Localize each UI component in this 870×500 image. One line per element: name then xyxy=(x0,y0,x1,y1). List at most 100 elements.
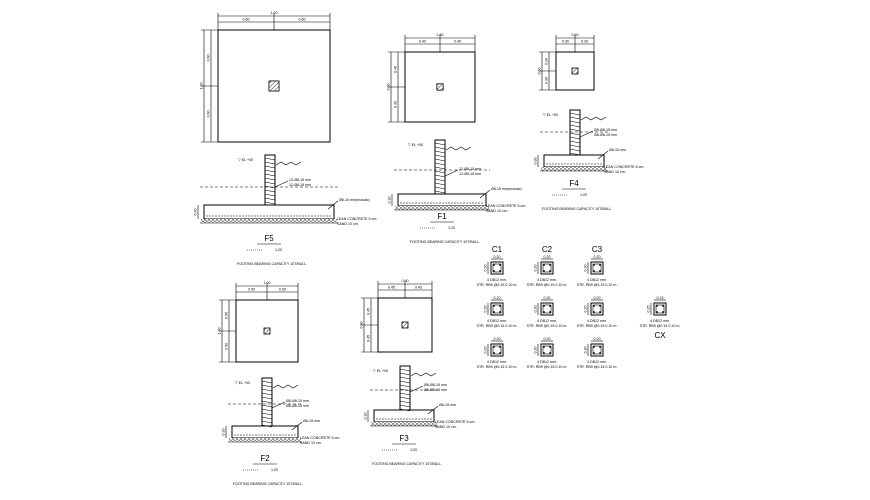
column-ties: STR. RB9 @0.15 0.10 m. xyxy=(577,324,618,328)
footing-label: F4 xyxy=(569,179,579,188)
column-ties: STR. RB9 @0.15 0.10 m. xyxy=(577,365,618,369)
column-section-hatch xyxy=(268,80,280,92)
rebar-dot xyxy=(593,352,595,354)
column-tie xyxy=(569,116,581,120)
column-dim-top: 0.20 xyxy=(494,255,501,259)
column-dim-side: 0.20 xyxy=(584,306,588,313)
plan-half-left: 0.40 xyxy=(419,40,426,44)
column-tie xyxy=(434,158,446,162)
column-dim-top: 0.20 xyxy=(594,255,601,259)
rebar-callout-1: Ø8-Ø8-15 mm xyxy=(594,128,617,132)
column-dim-top: 0.20 xyxy=(544,337,551,341)
rebar-dot xyxy=(543,264,545,266)
column-ties: STR. RB9 @0.15 0.10 m. xyxy=(527,283,568,287)
column-tie xyxy=(434,186,446,190)
rebar-callout-3: Ø8-15 mm xyxy=(303,419,320,423)
column-section-hatch xyxy=(401,321,409,329)
rebar-dot xyxy=(593,270,595,272)
leader-line xyxy=(597,150,609,160)
plan-total-width: 0.80 xyxy=(437,33,444,37)
footing-title: FOOTING BEARING CAPACITY 10T/BULL xyxy=(410,240,479,244)
footing-scale: 1:20 xyxy=(580,193,587,197)
footing-depth: 0.30 xyxy=(388,197,392,204)
plan-total-width: 0.60 xyxy=(572,33,579,37)
column-tie xyxy=(434,150,446,154)
column-ties: STR. RB9 @0.15 0.10 m. xyxy=(477,365,518,369)
column-tie xyxy=(542,304,552,314)
plan-side-total: 1.20 xyxy=(200,83,204,90)
plan-side-total: 0.90 xyxy=(360,322,364,329)
column-type-c2: C2 xyxy=(542,245,553,254)
column-tie xyxy=(261,388,273,392)
footing-label: F3 xyxy=(399,434,409,443)
column-dim-side: 0.20 xyxy=(534,265,538,272)
column-cell-c3-r2: 0.200.204 DB12 mm.STR. RB9 @0.15 0.10 m. xyxy=(577,296,618,328)
plan-side-total: 0.80 xyxy=(387,84,391,91)
column-dim-side: 0.20 xyxy=(484,265,488,272)
plan-half-right: 0.60 xyxy=(299,18,306,22)
elevation-mark: ▽ EL +00 xyxy=(373,369,388,373)
plan-side-b: 0.45 xyxy=(367,335,371,342)
column-cell-c1-r1: 0.200.204 DB12 mm.STR. RB9 @0.15 0.10 m. xyxy=(477,255,518,287)
column-tie xyxy=(492,304,502,314)
column-tie xyxy=(261,392,273,396)
footing-pad xyxy=(203,204,335,220)
plan-side-b: 0.40 xyxy=(394,101,398,108)
footing-scale: 1:20 xyxy=(448,226,455,230)
note-sand: SAND 10 cm. xyxy=(300,441,322,445)
column-tie xyxy=(592,345,602,355)
footing-scale: 1:20 xyxy=(271,468,278,472)
rebar-dot xyxy=(493,346,495,348)
column-tie xyxy=(434,174,446,178)
elevation-mark: ▽ EL +00 xyxy=(543,113,558,117)
plan-side-b: 0.30 xyxy=(545,77,549,84)
column-dim-top: 0.15 xyxy=(657,296,664,300)
rebar-dot xyxy=(593,305,595,307)
rebar-dot xyxy=(499,346,501,348)
column-dim-side: 0.15 xyxy=(647,306,651,313)
plan-side-total: 1.00 xyxy=(218,328,222,335)
rebar-dot xyxy=(499,352,501,354)
plan-total-width: 0.90 xyxy=(402,279,409,283)
column-tie xyxy=(264,177,276,181)
column-tie xyxy=(569,132,581,136)
column-tie xyxy=(434,178,446,182)
rebar-dot xyxy=(599,305,601,307)
rebar-dot xyxy=(493,270,495,272)
plan-side-a: 0.45 xyxy=(367,308,371,315)
column-main-bars: 4 DB12 mm. xyxy=(487,360,507,364)
column-main-bars: 4 DB12 mm. xyxy=(537,319,557,323)
plan-half-left: 0.60 xyxy=(243,18,250,22)
column-tie xyxy=(434,142,446,146)
column-tie xyxy=(434,154,446,158)
plan-side-b: 0.50 xyxy=(225,343,229,350)
plan-side-a: 0.50 xyxy=(225,312,229,319)
column-outline xyxy=(540,302,554,316)
column-dim-side: 0.20 xyxy=(584,265,588,272)
rebar-dot xyxy=(493,352,495,354)
rebar-dot xyxy=(593,346,595,348)
column-tie xyxy=(569,128,581,132)
note-sand: SAND 10 cm. xyxy=(435,425,457,429)
footing-depth: 0.30 xyxy=(534,158,538,165)
footing-depth: 0.30 xyxy=(364,413,368,420)
footing-label: F1 xyxy=(437,212,447,221)
column-main-bars: 4 DB12 mm. xyxy=(650,319,670,323)
leader-line xyxy=(291,421,303,431)
column-tie xyxy=(592,263,602,273)
column-tie xyxy=(261,380,273,384)
column-tie xyxy=(261,416,273,420)
plan-total-width: 1.20 xyxy=(271,11,278,15)
column-tie xyxy=(264,197,276,201)
column-tie xyxy=(569,140,581,144)
column-tie xyxy=(264,165,276,169)
column-tie xyxy=(569,136,581,140)
column-tie xyxy=(261,400,273,404)
column-tie xyxy=(261,408,273,412)
column-tie xyxy=(492,345,502,355)
rebar-dot xyxy=(493,264,495,266)
column-tie xyxy=(264,201,276,205)
column-section-hatch xyxy=(571,67,579,75)
footing-label: F5 xyxy=(264,234,274,243)
